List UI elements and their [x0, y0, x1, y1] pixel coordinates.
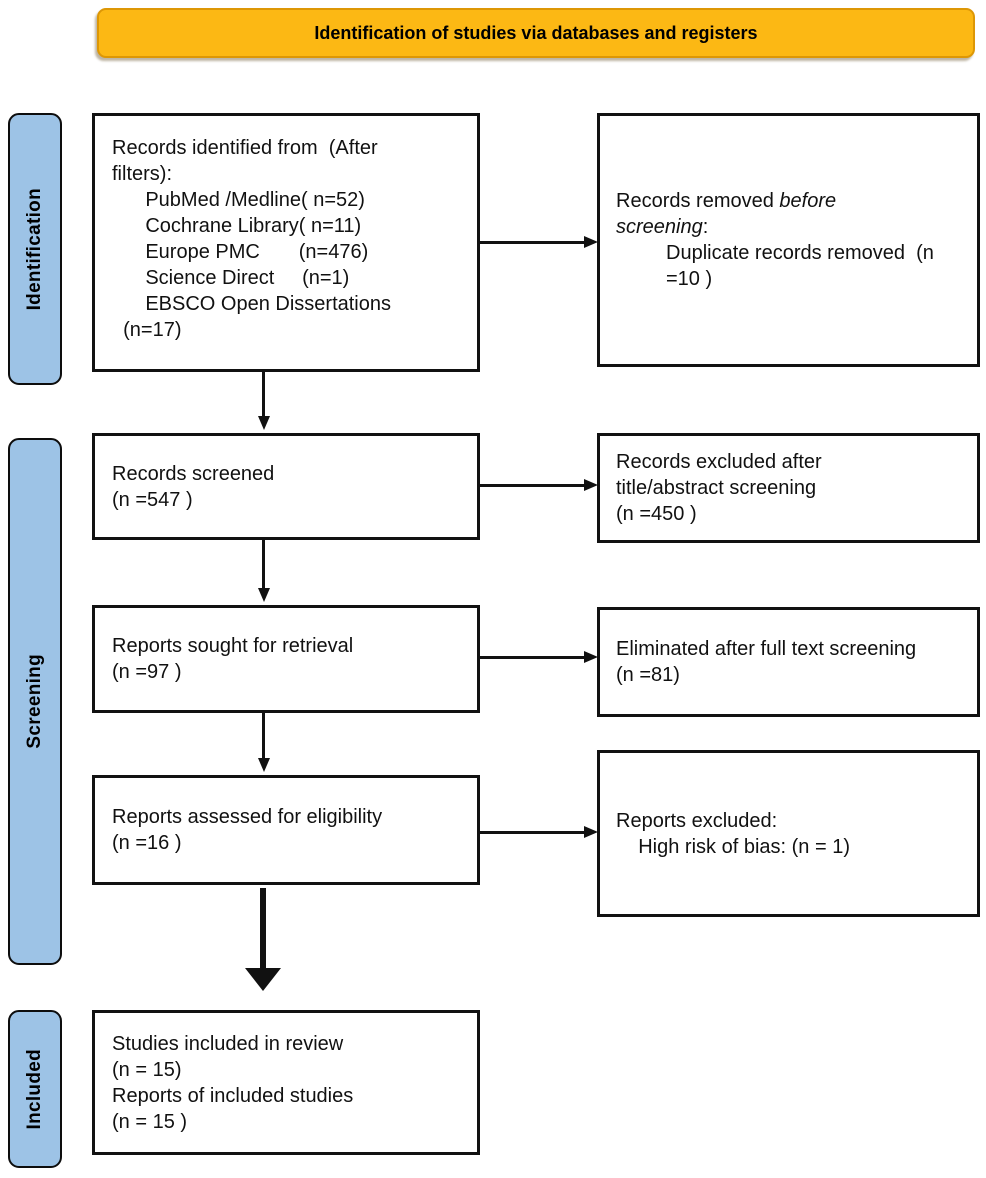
- box-reports-assessed: Reports assessed for eligibility (n =16 …: [92, 775, 480, 885]
- arrow-line-sought-to-assessed: [262, 713, 265, 760]
- box-reports-excluded: Reports excluded: High risk of bias: (n …: [597, 750, 980, 917]
- records-removed-italic-1: before: [779, 190, 837, 212]
- arrow-head-sought-to-eliminated: [584, 651, 598, 663]
- arrow-line-sought-to-eliminated: [480, 656, 585, 659]
- box-records-excluded-text: Records excluded after title/abstract sc…: [616, 451, 822, 525]
- box-studies-included-text: Studies included in review (n = 15) Repo…: [112, 1032, 354, 1133]
- stage-bar-identification: Identification: [8, 113, 62, 385]
- box-records-identified-text: Records identified from (After filters):…: [112, 137, 391, 341]
- stage-bar-included: Included: [8, 1010, 62, 1168]
- stage-bar-screening: Screening: [8, 438, 62, 965]
- arrow-line-identified-to-removed: [480, 241, 585, 244]
- box-records-screened: Records screened (n =547 ): [92, 433, 480, 540]
- box-eliminated-full-text: Eliminated after full text screening (n …: [597, 607, 980, 717]
- arrow-line-assessed-to-included: [260, 888, 266, 970]
- stage-label-identification: Identification: [24, 187, 45, 311]
- arrow-head-screened-to-sought: [258, 588, 270, 602]
- box-studies-included: Studies included in review (n = 15) Repo…: [92, 1010, 480, 1155]
- records-removed-post: :: [702, 216, 709, 238]
- arrow-head-identified-to-screened: [258, 416, 270, 430]
- arrow-head-sought-to-assessed: [258, 758, 270, 772]
- arrow-line-screened-to-sought: [262, 540, 265, 590]
- stage-label-screening: Screening: [24, 654, 45, 749]
- box-reports-excluded-text: Reports excluded: High risk of bias: (n …: [616, 809, 850, 858]
- records-removed-detail: Duplicate records removed (n =10 ): [666, 242, 934, 290]
- arrow-line-assessed-to-excluded: [480, 831, 585, 834]
- box-records-excluded: Records excluded after title/abstract sc…: [597, 433, 980, 543]
- arrow-head-assessed-to-included: [245, 968, 281, 991]
- box-records-identified: Records identified from (After filters):…: [92, 113, 480, 372]
- box-reports-sought-text: Reports sought for retrieval (n =97 ): [112, 635, 354, 683]
- stage-label-included: Included: [24, 1048, 45, 1130]
- arrow-head-assessed-to-excluded: [584, 826, 598, 838]
- box-reports-sought: Reports sought for retrieval (n =97 ): [92, 605, 480, 713]
- box-records-screened-text: Records screened (n =547 ): [112, 462, 275, 511]
- box-records-removed: Records removed before screening: Duplic…: [597, 113, 980, 367]
- box-records-removed-text: Records removed before screening: Duplic…: [616, 188, 934, 292]
- banner-label: Identification of studies via databases …: [314, 22, 758, 43]
- arrow-line-screened-to-excluded: [480, 484, 585, 487]
- records-removed-pre: Records removed: [616, 190, 780, 212]
- arrow-head-screened-to-excluded: [584, 479, 598, 491]
- box-reports-assessed-text: Reports assessed for eligibility (n =16 …: [112, 806, 383, 854]
- arrow-line-identified-to-screened: [262, 372, 265, 418]
- banner-identification-of-studies: Identification of studies via databases …: [97, 8, 975, 58]
- records-removed-italic-2: screening: [616, 216, 703, 238]
- box-eliminated-full-text-text: Eliminated after full text screening (n …: [616, 638, 917, 686]
- arrow-head-identified-to-removed: [584, 236, 598, 248]
